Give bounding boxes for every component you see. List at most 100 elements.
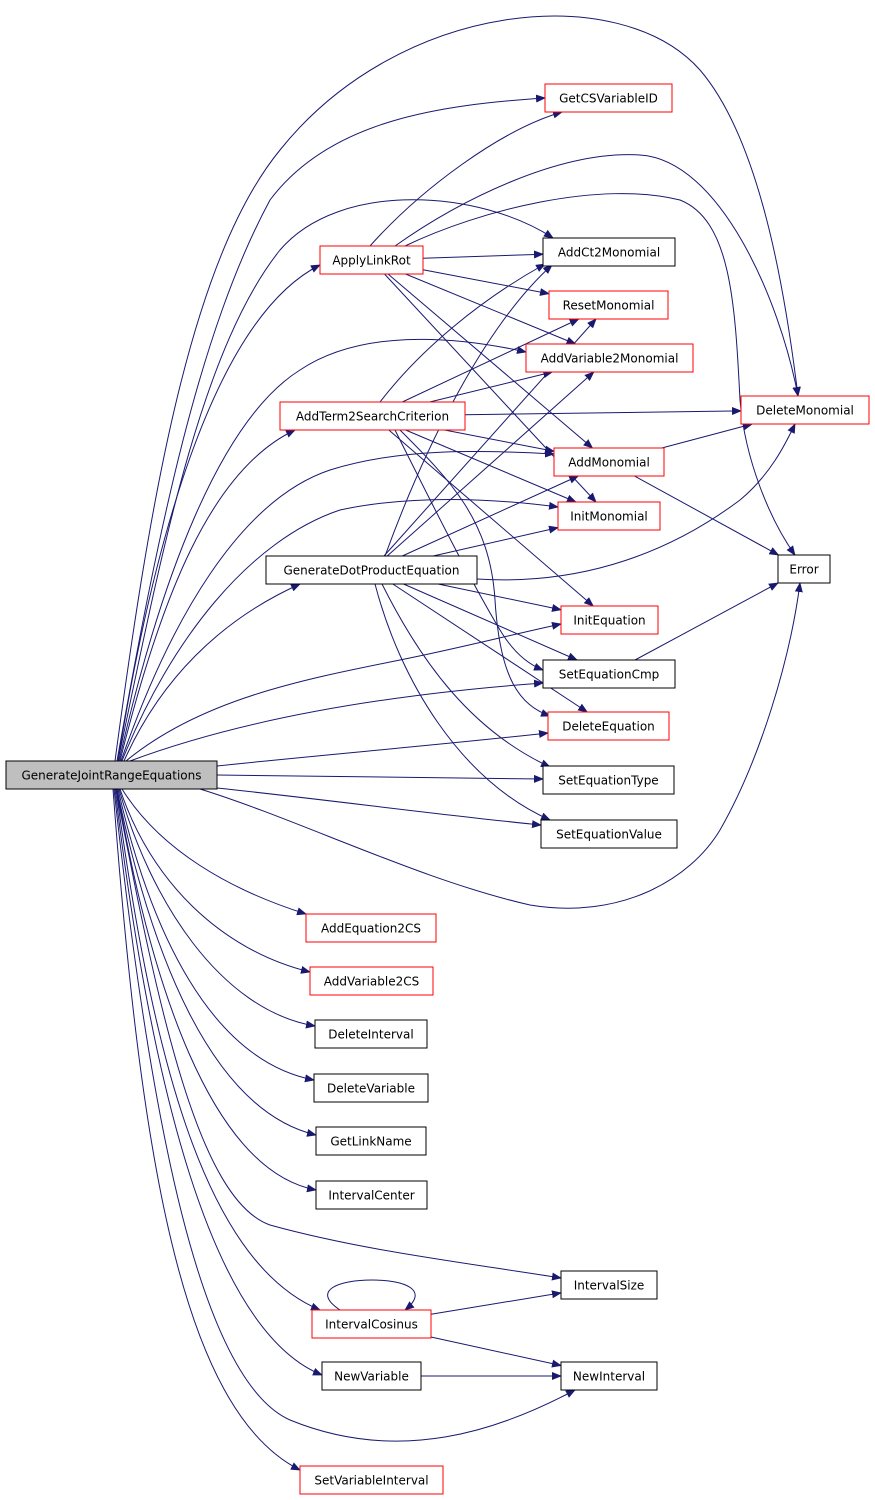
edge-SetEquationCmp-to-Error <box>634 582 779 661</box>
edge-GenerateJointRangeEquations-to-AddTerm2SearchCriterion <box>119 429 296 762</box>
node-label: GetLinkName <box>330 1135 411 1149</box>
node-label: AddVariable2CS <box>324 975 419 989</box>
node-label: GenerateJointRangeEquations <box>22 769 202 783</box>
node-box <box>542 765 675 795</box>
edge-GenerateJointRangeEquations-to-NewVariable <box>114 788 323 1376</box>
edge-GenerateDotProductEquation-to-InitMonomial <box>432 525 559 557</box>
node-IntervalCosinus[interactable]: IntervalCosinus <box>311 1309 432 1339</box>
edge-GenerateJointRangeEquations-to-InitMonomial <box>121 499 559 762</box>
edge-GenerateJointRangeEquations-to-AddEquation2CS <box>121 788 307 916</box>
node-box <box>5 760 218 790</box>
node-label: AddTerm2SearchCriterion <box>296 410 449 424</box>
node-NewVariable[interactable]: NewVariable <box>321 1361 422 1391</box>
edge-GenerateJointRangeEquations-to-SetVariableInterval <box>112 788 301 1471</box>
node-AddEquation2CS[interactable]: AddEquation2CS <box>305 913 437 943</box>
node-NewInterval[interactable]: NewInterval <box>560 1361 658 1391</box>
edge-GenerateDotProductEquation-to-DeleteMonomial <box>476 423 796 581</box>
node-IntervalCenter[interactable]: IntervalCenter <box>315 1180 428 1210</box>
nodes-layer: GenerateJointRangeEquations GetCSVariable… <box>5 83 870 1495</box>
node-box <box>315 1180 428 1210</box>
node-GenerateJointRangeEquations[interactable]: GenerateJointRangeEquations <box>5 760 218 790</box>
node-box <box>548 290 669 320</box>
edge-GenerateDotProductEquation-to-AddCt2Monomial <box>384 264 553 557</box>
edge-ApplyLinkRot-to-Error <box>404 193 796 556</box>
node-label: AddEquation2CS <box>321 922 421 936</box>
edge-GenerateJointRangeEquations-to-ApplyLinkRot <box>117 264 321 762</box>
node-label: IntervalCosinus <box>325 1318 418 1332</box>
node-label: AddCt2Monomial <box>558 246 660 260</box>
node-InitEquation[interactable]: InitEquation <box>560 605 659 635</box>
node-AddTerm2SearchCriterion[interactable]: AddTerm2SearchCriterion <box>279 401 466 431</box>
edge-AddTerm2SearchCriterion-to-SetEquationCmp <box>394 429 544 671</box>
node-box <box>279 401 466 431</box>
edge-GenerateJointRangeEquations-to-SetEquationValue <box>216 787 542 829</box>
edge-GenerateDotProductEquation-to-AddMonomial <box>402 475 580 557</box>
node-box <box>305 913 437 943</box>
node-DeleteMonomial[interactable]: DeleteMonomial <box>740 395 870 425</box>
edge-ApplyLinkRot-to-AddVariable2Monomial <box>405 273 577 345</box>
node-box <box>311 1309 432 1339</box>
edge-GenerateJointRangeEquations-to-AddVariable2Monomial <box>118 338 527 762</box>
node-label: IntervalCenter <box>328 1189 414 1203</box>
node-IntervalSize[interactable]: IntervalSize <box>560 1270 658 1300</box>
edge-GenerateJointRangeEquations-to-DeleteInterval <box>118 788 316 1029</box>
edge-AddMonomial-to-Error <box>634 475 780 556</box>
node-SetEquationCmp[interactable]: SetEquationCmp <box>542 659 676 689</box>
node-label: GenerateDotProductEquation <box>283 564 459 578</box>
node-SetEquationValue[interactable]: SetEquationValue <box>540 819 678 849</box>
node-DeleteInterval[interactable]: DeleteInterval <box>314 1019 428 1049</box>
edge-AddTerm2SearchCriterion-to-DeleteMonomial <box>464 407 742 416</box>
node-label: SetVariableInterval <box>314 1474 428 1488</box>
node-AddVariable2Monomial[interactable]: AddVariable2Monomial <box>525 343 694 373</box>
node-label: SetEquationCmp <box>559 668 660 682</box>
node-AddVariable2CS[interactable]: AddVariable2CS <box>309 966 434 996</box>
node-box <box>542 237 676 267</box>
edge-IntervalCosinus-to-IntervalCosinus <box>327 1279 416 1311</box>
edge-GenerateJointRangeEquations-to-SetEquationCmp <box>129 679 544 762</box>
node-box <box>314 1019 428 1049</box>
edge-ApplyLinkRot-to-DeleteMonomial <box>394 154 801 397</box>
edge-GenerateDotProductEquation-to-DeleteEquation <box>392 583 589 713</box>
node-label: NewInterval <box>573 1370 645 1384</box>
node-label: AddVariable2Monomial <box>541 352 679 366</box>
edge-GenerateDotProductEquation-to-AddVariable2Monomial <box>386 371 595 557</box>
node-box <box>740 395 870 425</box>
node-SetEquationType[interactable]: SetEquationType <box>542 765 675 795</box>
node-label: DeleteVariable <box>327 1082 415 1096</box>
node-box <box>265 555 478 585</box>
node-SetVariableInterval[interactable]: SetVariableInterval <box>299 1465 444 1495</box>
edge-GenerateJointRangeEquations-to-GetCSVariableID <box>116 94 546 762</box>
node-ApplyLinkRot[interactable]: ApplyLinkRot <box>319 245 424 275</box>
node-DeleteVariable[interactable]: DeleteVariable <box>313 1073 429 1103</box>
edge-GenerateJointRangeEquations-to-SetEquationType <box>216 774 544 783</box>
edge-AddMonomial-to-DeleteMonomial <box>661 422 754 449</box>
node-box <box>319 245 424 275</box>
node-Error[interactable]: Error <box>777 554 831 584</box>
edge-GenerateJointRangeEquations-to-GenerateDotProductEquation <box>123 583 301 762</box>
node-GenerateDotProductEquation[interactable]: GenerateDotProductEquation <box>265 555 478 585</box>
edge-GenerateJointRangeEquations-to-Error <box>199 582 803 909</box>
node-label: SetEquationValue <box>556 828 662 842</box>
node-InitMonomial[interactable]: InitMonomial <box>557 501 661 531</box>
node-box <box>540 819 678 849</box>
node-label: AddMonomial <box>568 456 650 470</box>
node-box <box>560 605 659 635</box>
edge-GenerateJointRangeEquations-to-DeleteMonomial <box>114 15 801 762</box>
node-AddCt2Monomial[interactable]: AddCt2Monomial <box>542 237 676 267</box>
edge-GenerateDotProductEquation-to-SetEquationValue <box>374 583 551 821</box>
node-ResetMonomial[interactable]: ResetMonomial <box>548 290 669 320</box>
node-AddMonomial[interactable]: AddMonomial <box>553 447 665 477</box>
edge-GenerateJointRangeEquations-to-GetLinkName <box>116 788 317 1137</box>
node-box <box>299 1465 444 1495</box>
node-DeleteEquation[interactable]: DeleteEquation <box>547 711 670 741</box>
edge-AddTerm2SearchCriterion-to-DeleteEquation <box>399 429 551 717</box>
edge-GenerateJointRangeEquations-to-IntervalCenter <box>116 788 317 1193</box>
node-GetLinkName[interactable]: GetLinkName <box>315 1126 427 1156</box>
node-label: IntervalSize <box>574 1279 645 1293</box>
node-GetCSVariableID[interactable]: GetCSVariableID <box>544 83 673 113</box>
edge-IntervalCosinus-to-NewInterval <box>430 1336 562 1368</box>
edge-AddTerm2SearchCriterion-to-AddCt2Monomial <box>379 263 546 403</box>
edge-GenerateJointRangeEquations-to-NewInterval <box>113 788 576 1442</box>
node-box <box>557 501 661 531</box>
